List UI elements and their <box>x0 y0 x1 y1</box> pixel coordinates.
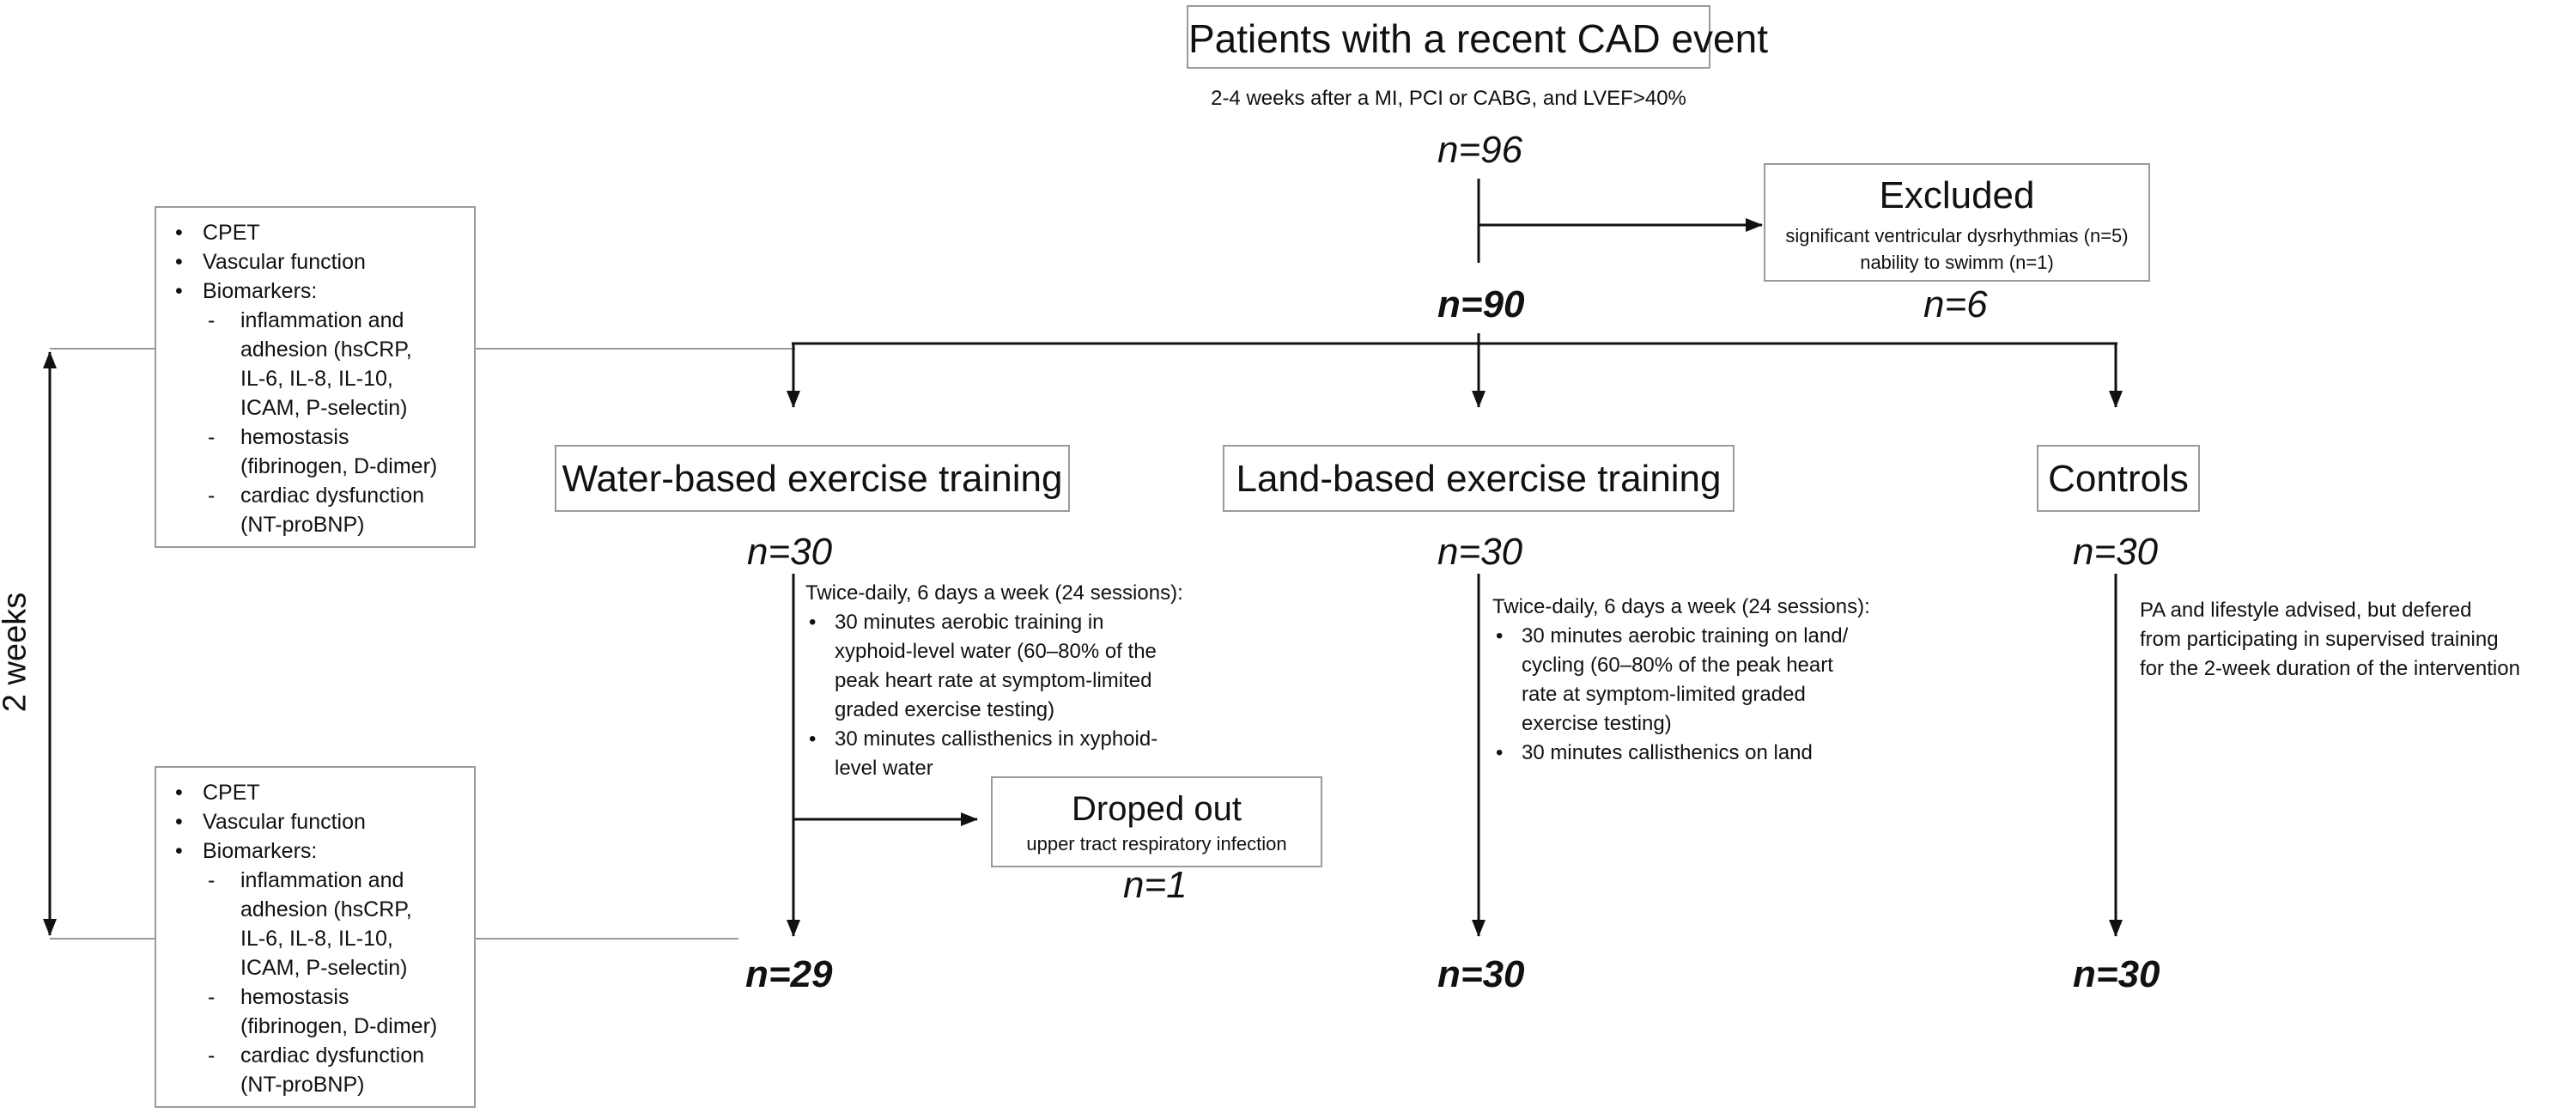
dropout-title: Droped out <box>1072 790 1242 828</box>
assessment-item: Biomarkers: <box>170 277 462 306</box>
water-protocol-intro: Twice-daily, 6 days a week (24 sessions)… <box>805 581 1183 605</box>
biomarker-item: cardiac dysfunction (NT-proBNP) <box>170 481 462 539</box>
duration-label: 2 weeks <box>0 592 33 713</box>
enrollment-title: Patients with a recent CAD event <box>1188 16 1768 61</box>
land-protocol-item: 30 minutes aerobic training on land/ cyc… <box>1492 622 1939 739</box>
biomarker-item: hemostasis (fibrinogen, D-dimer) <box>170 982 462 1041</box>
biomarker-item: hemostasis (fibrinogen, D-dimer) <box>170 423 462 481</box>
enrollment-n-after: n=90 <box>1437 283 1525 325</box>
enrollment-n-initial: n=96 <box>1437 129 1523 171</box>
land-arm-n-start: n=30 <box>1437 531 1523 573</box>
controls-protocol: PA and lifestyle advised, but defered fr… <box>2140 599 2520 680</box>
water-protocol-item: 30 minutes aerobic training in xyphoid-l… <box>805 608 1252 725</box>
biomarker-item: inflammation and adhesion (hsCRP, IL-6, … <box>170 866 462 982</box>
dropout-n: n=1 <box>1123 864 1188 906</box>
water-arm-box: Water-based exercise training <box>555 445 1070 512</box>
excluded-title: Excluded <box>1879 174 2035 216</box>
controls-arm-n-end: n=30 <box>2073 953 2160 995</box>
excluded-box: Excluded significant ventricular dysrhyt… <box>1764 163 2150 282</box>
dropout-reason: upper tract respiratory infection <box>1026 833 1287 855</box>
assessment-box-baseline: CPET Vascular function Biomarkers: infla… <box>155 206 476 548</box>
land-arm-n-end: n=30 <box>1437 953 1525 995</box>
excluded-reason-1: significant ventricular dysrhythmias (n=… <box>1785 225 2129 246</box>
water-arm-n-end: n=29 <box>745 953 833 995</box>
assessment-box-followup: CPET Vascular function Biomarkers: infla… <box>155 766 476 1108</box>
assessment-item: CPET <box>170 218 462 247</box>
land-arm-box: Land-based exercise training <box>1223 445 1735 512</box>
assessment-item: Vascular function <box>170 807 462 836</box>
water-protocol: Twice-daily, 6 days a week (24 sessions)… <box>805 579 1252 783</box>
land-arm-label: Land-based exercise training <box>1236 458 1722 500</box>
assessment-item: Biomarkers: <box>170 836 462 866</box>
water-protocol-item: 30 minutes callisthenics in xyphoid- lev… <box>805 725 1252 783</box>
enrollment-box: Patients with a recent CAD event <box>1187 5 1768 69</box>
excluded-reason-2: nability to swimm (n=1) <box>1860 251 2054 273</box>
water-arm-n-start: n=30 <box>747 531 833 573</box>
biomarker-item: inflammation and adhesion (hsCRP, IL-6, … <box>170 306 462 423</box>
land-protocol: Twice-daily, 6 days a week (24 sessions)… <box>1492 593 1939 768</box>
water-arm-label: Water-based exercise training <box>562 458 1063 500</box>
biomarker-item: cardiac dysfunction (NT-proBNP) <box>170 1041 462 1099</box>
assessment-item: Vascular function <box>170 247 462 277</box>
land-protocol-intro: Twice-daily, 6 days a week (24 sessions)… <box>1492 595 1870 618</box>
controls-arm-box: Controls <box>2037 445 2200 512</box>
land-protocol-item: 30 minutes callisthenics on land <box>1492 739 1939 768</box>
controls-arm-n-start: n=30 <box>2073 531 2159 573</box>
excluded-n: n=6 <box>1923 283 1988 325</box>
enrollment-subtitle: 2-4 weeks after a MI, PCI or CABG, and L… <box>1211 87 1686 110</box>
controls-arm-label: Controls <box>2048 458 2189 500</box>
assessment-item: CPET <box>170 778 462 807</box>
dropout-box: Droped out upper tract respiratory infec… <box>991 776 1322 867</box>
